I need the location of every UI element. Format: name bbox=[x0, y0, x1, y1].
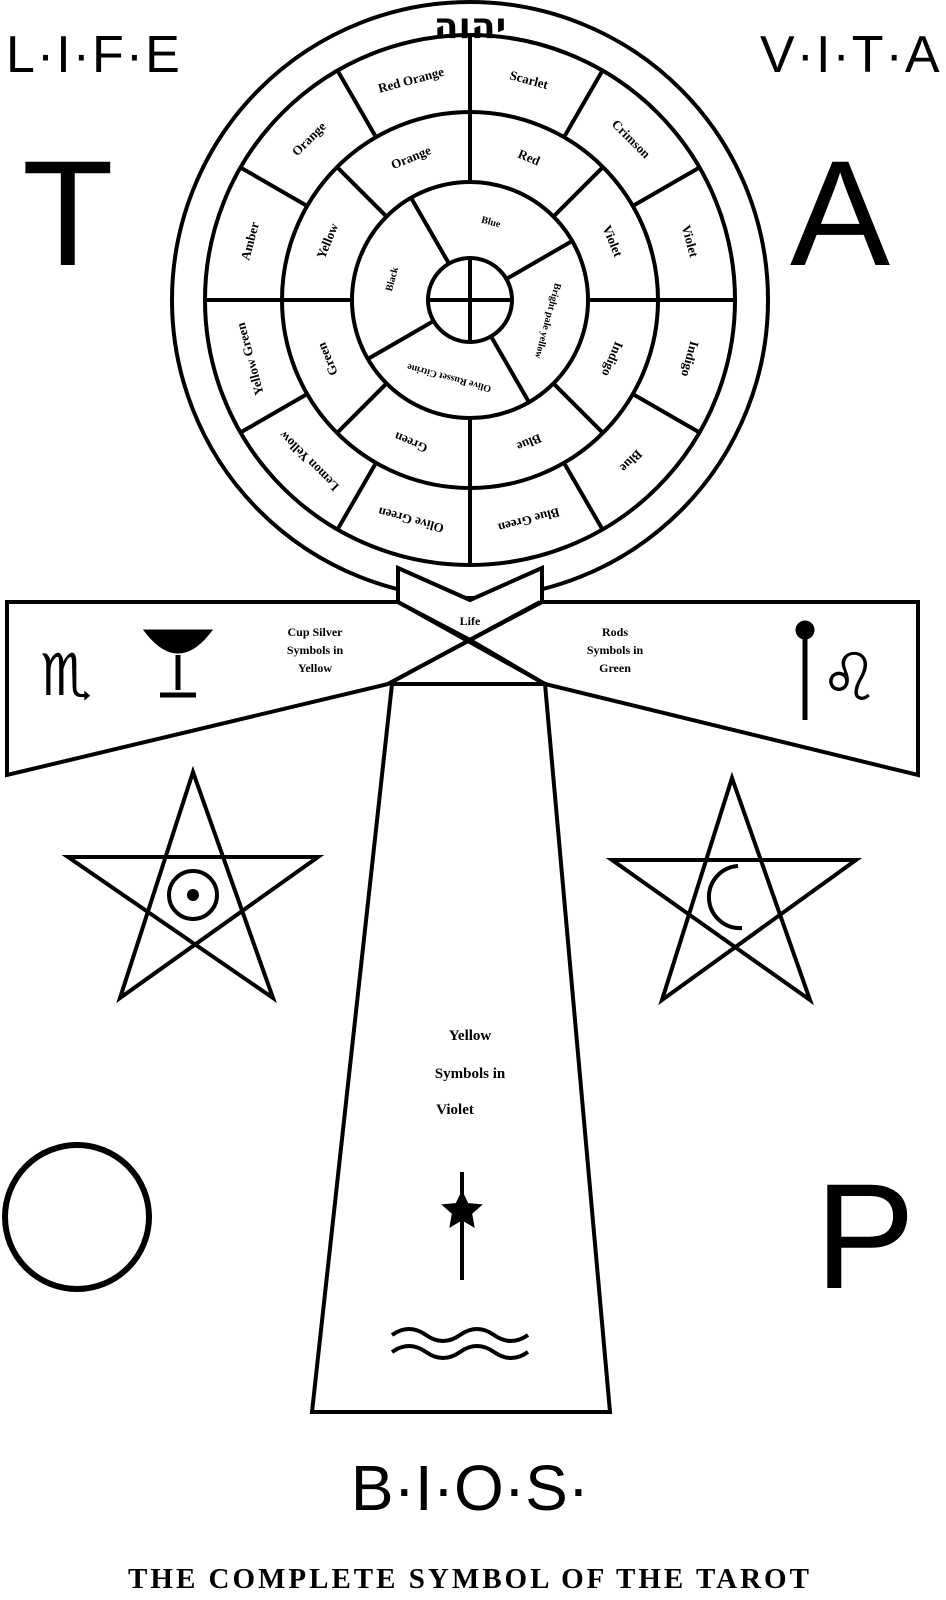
life-word: L·I·F·E bbox=[6, 26, 182, 84]
middle-ring-divider bbox=[335, 382, 388, 435]
middle-ring-divider bbox=[335, 165, 388, 218]
inner-ring-divider bbox=[489, 335, 531, 404]
outer-ring-label: Violet bbox=[679, 223, 702, 259]
crossbar-left-line-2: Symbols in bbox=[287, 643, 344, 657]
middle-ring-divider bbox=[552, 382, 605, 435]
wheel-dividers bbox=[205, 35, 735, 565]
outer-ring-label: Scarlet bbox=[508, 67, 550, 92]
middle-ring-label: Green bbox=[313, 340, 340, 378]
inner-ring-label: Blue bbox=[480, 215, 502, 231]
outer-ring-divider bbox=[631, 165, 701, 208]
outer-ring-label: Yellow Green bbox=[233, 320, 267, 397]
inner-ring-divider bbox=[366, 319, 435, 361]
stem-line-3: Violet bbox=[436, 1102, 474, 1118]
inner-ring-label: Bright pale yellow bbox=[532, 282, 563, 361]
crossbar-right-line-3: Green bbox=[599, 661, 631, 675]
middle-ring-label: Green bbox=[391, 429, 429, 456]
outer-ring-label: Indigo bbox=[678, 340, 702, 379]
middle-ring-label: Red bbox=[516, 146, 543, 169]
color-wheel bbox=[170, 0, 770, 600]
bios-word: B·I·O·S· bbox=[351, 1452, 589, 1524]
sword-icon bbox=[441, 1172, 483, 1280]
outer-ring-label: Lemon Yellow bbox=[275, 428, 342, 495]
crossbar-right-line-1: Rods bbox=[602, 625, 628, 639]
knot-line-b bbox=[387, 600, 541, 686]
middle-ring-label: Orange bbox=[389, 142, 434, 172]
outer-ring-divider bbox=[562, 461, 605, 531]
outer-ring-label: Blue bbox=[617, 447, 646, 476]
crossbar-left-line-1: Cup Silver bbox=[287, 625, 343, 639]
letter-t: T bbox=[22, 129, 114, 297]
middle-ring-label: Blue bbox=[514, 431, 543, 455]
caption: THE COMPLETE SYMBOL OF THE TAROT bbox=[128, 1563, 812, 1595]
knot-line-a bbox=[397, 600, 546, 686]
inner-ring-divider bbox=[409, 196, 451, 265]
inner-ring-label: Olive Russet Citrine bbox=[405, 361, 492, 394]
outer-ring-label: Amber bbox=[237, 220, 262, 262]
outer-ring-divider bbox=[335, 69, 378, 139]
outer-ring-divider bbox=[239, 165, 309, 208]
leo-icon: ♌ bbox=[820, 639, 879, 716]
middle-ring-label: Yellow bbox=[313, 220, 341, 260]
letter-p: P bbox=[815, 1152, 915, 1320]
ankh-stem bbox=[309, 682, 613, 1414]
ankh-crossbar bbox=[5, 564, 920, 778]
outer-ring-label: Red Orange bbox=[376, 64, 445, 96]
outer-ring-label: Blue Green bbox=[496, 505, 561, 536]
outer-ring-divider bbox=[562, 69, 605, 139]
crossbar-center-label: Life bbox=[460, 614, 481, 628]
scorpio-icon: ♏ bbox=[40, 641, 92, 709]
outer-ring-divider bbox=[239, 392, 309, 435]
rod-icon bbox=[795, 620, 815, 720]
outer-ring-label: Olive Green bbox=[376, 504, 446, 536]
crossbar-left-line-3: Yellow bbox=[298, 661, 332, 675]
letter-o-circle bbox=[2, 1142, 152, 1292]
inner-ring-divider bbox=[505, 239, 574, 281]
vita-word: V·I·T·A· bbox=[760, 26, 946, 84]
water-waves-icon bbox=[390, 1327, 530, 1360]
cup-icon bbox=[142, 629, 214, 698]
stem-line-2: Symbols in bbox=[435, 1066, 506, 1082]
middle-ring-label: Violet bbox=[600, 223, 627, 260]
stem-line-1: Yellow bbox=[449, 1028, 492, 1044]
outer-ring-label: Crimson bbox=[609, 116, 654, 161]
middle-ring-label: Indigo bbox=[599, 340, 627, 379]
outer-ring-divider bbox=[631, 392, 701, 435]
middle-ring-divider bbox=[552, 165, 605, 218]
crossbar-right-line-2: Symbols in bbox=[587, 643, 644, 657]
outer-ring-label: Orange bbox=[289, 118, 329, 158]
right-pentagram-icon bbox=[605, 771, 863, 1006]
left-pentagram-icon bbox=[61, 765, 325, 1004]
letter-a: A bbox=[790, 129, 890, 297]
inner-ring-label: Black bbox=[384, 266, 401, 293]
outer-ring-divider bbox=[335, 461, 378, 531]
